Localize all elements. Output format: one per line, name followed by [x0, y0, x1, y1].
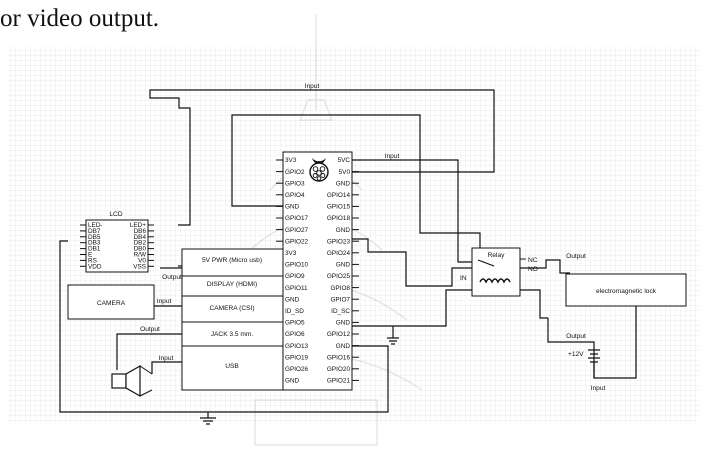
lcd-left-pin-label: DB5: [88, 234, 101, 241]
lcd-right-pin-label: DB6: [134, 228, 147, 235]
pi-left-pin-label: GND: [285, 378, 300, 385]
pi-left-pin-label: 3V3: [285, 157, 297, 164]
camera-label: CAMERA: [97, 300, 126, 307]
pi-left-pin-label: GPIO13: [285, 343, 309, 350]
pi-left-pin-label: GPIO9: [285, 273, 305, 280]
camera-csi-port-label: CAMERA (CSI): [209, 305, 254, 312]
pi-right-pin-label: GPIO21: [327, 378, 351, 385]
lcd-left-pin-label: LED-: [88, 222, 103, 229]
pi-right-pin-label: GND: [336, 262, 351, 269]
pi-left-pin-label: GPIO5: [285, 320, 305, 327]
pwr-port-label: 5V PWR (Micro usb): [202, 257, 262, 264]
lcd-title: LCD: [109, 211, 122, 218]
pi-left-pin-label: GPIO27: [285, 227, 309, 234]
lock-label: electromagnetic lock: [596, 288, 657, 295]
pi-left-pin-label: GND: [285, 204, 300, 211]
lcd-left-pin-label: E: [88, 252, 92, 259]
relay-title: Relay: [488, 252, 506, 259]
pi-left-pin-label: ID_SD: [285, 308, 304, 315]
lcd-right-pin-label: V0: [138, 257, 146, 264]
top-input-label: Input: [305, 83, 320, 90]
lcd-left-pin-label: DB7: [88, 228, 101, 235]
display-port-label: DISPLAY (HDMI): [207, 281, 257, 288]
pi-left-pin-label: GPIO19: [285, 354, 309, 361]
lcd-right-pin-label: R/W: [134, 252, 147, 259]
caption-text: or video output.: [0, 5, 160, 32]
raspberry-logo-icon: [309, 158, 329, 182]
relay-nc-label: NC: [528, 257, 538, 264]
pi-right-pin-label: ID_SC: [331, 308, 350, 315]
pi-left-pin-label: GPIO10: [285, 262, 309, 269]
lcd-output-label: Output: [162, 274, 182, 281]
pi-left-pin-label: GPIO2: [285, 169, 305, 176]
pi-right-pin-label: GPIO18: [327, 215, 351, 222]
lcd-left-pin-label: DB3: [88, 240, 101, 247]
pi-right-pin-label: GPIO12: [327, 331, 351, 338]
lcd-right-pin-label: DB2: [134, 240, 147, 247]
relay-no-label: NO: [528, 266, 538, 273]
camera-module: CAMERA: [67, 284, 155, 320]
lcd-left-pin-label: RS: [88, 257, 97, 264]
pi-right-pin-label: GPIO7: [330, 296, 350, 303]
pi-left-pin-label: GPIO26: [285, 366, 309, 373]
pi-right-pin-label: GPIO8: [330, 285, 350, 292]
pi-left-pin-label: 3V3: [285, 250, 297, 257]
pi-left-pin-label: GPIO4: [285, 192, 305, 199]
pi-right-pin-label: GND: [336, 343, 351, 350]
speaker-icon: [111, 364, 153, 398]
pi-right-pin-label: GPIO16: [327, 354, 351, 361]
supply-label: +12V: [568, 351, 584, 358]
speaker-output-label: Output: [140, 326, 160, 333]
lcd-right-pin-label: DB4: [134, 234, 147, 241]
pi-right-pin-label: 5V0: [339, 169, 351, 176]
usb-port-label: USB: [225, 363, 239, 370]
supply-input-label: Input: [591, 385, 606, 392]
pi-right-pin-label: GPIO23: [327, 238, 351, 245]
pi-input-label: Input: [385, 153, 400, 160]
pi-left-pin-label: GPIO22: [285, 238, 309, 245]
pi-left-pin-label: GND: [285, 296, 300, 303]
wire-labels: Input Input Output Input Output Input Ou…: [140, 83, 605, 392]
pi-right-pin-label: GPIO24: [327, 250, 351, 257]
electromagnetic-lock: electromagnetic lock: [565, 273, 687, 307]
speaker-input-label: Input: [159, 355, 174, 362]
pi-right-pin-label: 5VC: [338, 157, 351, 164]
pi-left-pin-label: GPIO6: [285, 331, 305, 338]
pi-right-pin-label: GPIO14: [327, 192, 351, 199]
raspberry-pi: 3V3GPIO2GPIO3GPIO4GNDGPIO17GPIO27GPIO223…: [276, 151, 359, 391]
pi-left-pin-label: GPIO3: [285, 180, 305, 187]
lcd-left-pin-label: DB1: [88, 246, 101, 253]
pi-right-pin-label: GPIO15: [327, 204, 351, 211]
pi-right-pin-label: GPIO25: [327, 273, 351, 280]
pi-left-pin-label: GPIO11: [285, 285, 308, 292]
lcd-right-pin-label: DB0: [134, 246, 147, 253]
camera-input-label: Input: [157, 298, 172, 305]
pi-ports: 5V PWR (Micro usb) DISPLAY (HDMI) CAMERA…: [181, 248, 284, 391]
pi-right-pin-label: GND: [336, 227, 351, 234]
lcd-left-pin-label: VDD: [88, 263, 102, 270]
wires: [59, 89, 637, 425]
jack-port-label: JACK 3.5 mm.: [211, 331, 254, 338]
relay-module: Relay NC NO IN: [460, 247, 538, 297]
lcd-right-pin-label: VSS: [133, 263, 146, 270]
relay-in-label: IN: [460, 275, 467, 282]
lcd-right-pin-label: LED+: [130, 222, 146, 229]
pi-right-pin-label: GPIO20: [327, 366, 351, 373]
pi-right-pin-label: GND: [336, 180, 351, 187]
pi-left-pin-label: GPIO17: [285, 215, 309, 222]
pi-right-pin-label: GND: [336, 320, 351, 327]
supply-output-label: Output: [566, 333, 586, 340]
relay-output-label: Output: [566, 253, 586, 260]
